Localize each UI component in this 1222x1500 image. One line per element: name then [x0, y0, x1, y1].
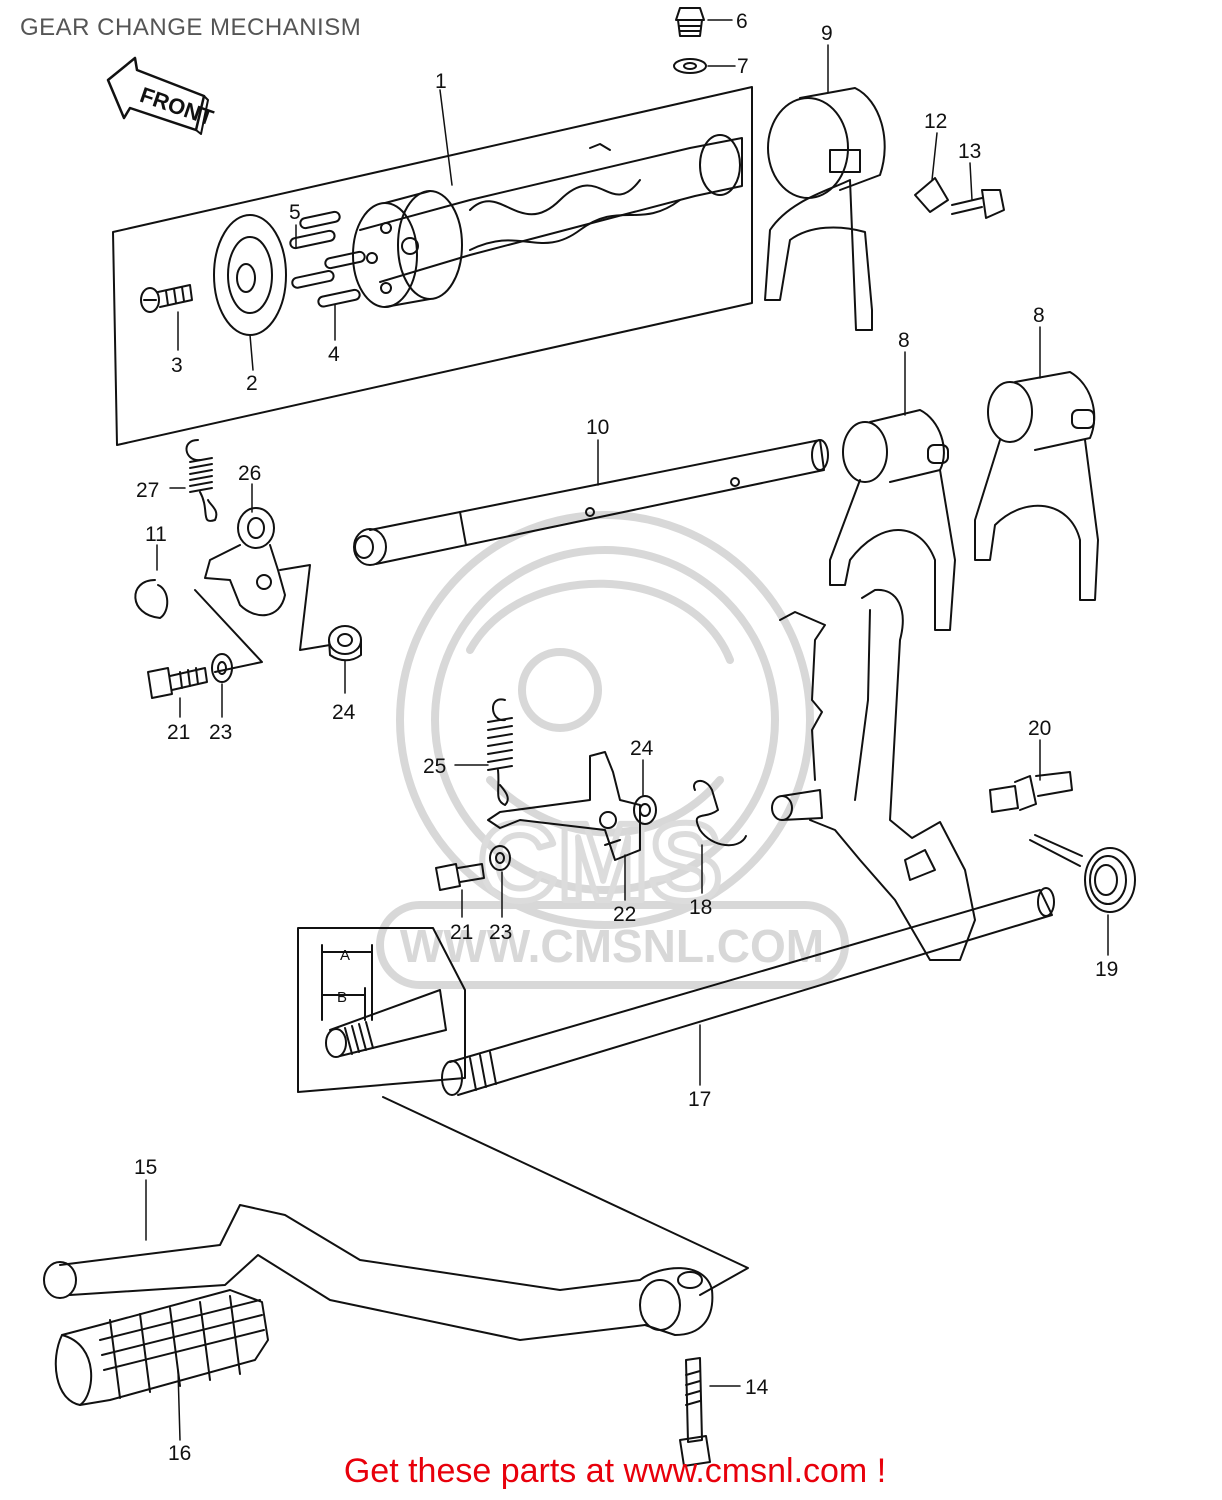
shift-fork-8b	[974, 371, 1099, 601]
spring-18	[693, 780, 747, 847]
callout-15: 15	[134, 1156, 157, 1179]
fork-shaft-10	[353, 439, 829, 566]
foot-rubber-16	[54, 1289, 269, 1406]
footer-link-text[interactable]: Get these parts at www.cmsnl.com !	[343, 1452, 887, 1490]
parts-promo-footer[interactable]: Get these parts at www.cmsnl.com !	[0, 1452, 1222, 1491]
callout-21a: 21	[167, 721, 190, 744]
leader-lines	[145, 19, 1109, 1441]
callout-8a: 8	[898, 329, 910, 352]
lock-washer-12	[914, 177, 949, 213]
collar-24b	[633, 795, 657, 825]
callout-25: 25	[423, 755, 446, 778]
callout-5: 5	[289, 201, 301, 224]
watermark-url: WWW.CMSNL.COM	[400, 920, 824, 972]
spline-detail-inset: A B	[297, 927, 466, 1093]
washer-23b	[489, 845, 511, 871]
callout-27: 27	[136, 479, 159, 502]
callout-18: 18	[689, 896, 712, 919]
dimension-a: A	[340, 947, 350, 964]
bolt-13	[951, 189, 1005, 219]
callout-13: 13	[958, 140, 981, 163]
dimension-b: B	[337, 989, 347, 1006]
shift-fork-9	[764, 87, 886, 331]
callout-1: 1	[435, 70, 447, 93]
pin-20	[989, 771, 1073, 813]
callout-8b: 8	[1033, 304, 1045, 327]
drum-plate	[213, 214, 287, 336]
shift-drum-panel	[112, 86, 753, 446]
shift-fork-8a	[829, 409, 956, 631]
callout-16: 16	[168, 1442, 191, 1465]
callout-numbers: 1 2 3 4 5 6 7 8 8 9 10 11 12 13 14 15 16…	[134, 10, 1118, 1465]
callout-11: 11	[145, 523, 167, 546]
callout-21b: 21	[450, 921, 473, 944]
plug-6	[675, 7, 705, 37]
collar-24a	[328, 625, 362, 662]
callout-2: 2	[246, 372, 258, 395]
circlip-11	[134, 579, 169, 619]
spring-25	[487, 698, 513, 806]
bolt-21a	[147, 667, 208, 699]
spring-27	[185, 439, 218, 522]
bolt-14	[679, 1357, 711, 1467]
arm-22	[487, 751, 641, 861]
callout-20: 20	[1028, 717, 1051, 740]
callout-19: 19	[1095, 958, 1118, 981]
pins	[289, 210, 366, 308]
screw-3	[140, 284, 193, 313]
callout-23a: 23	[209, 721, 232, 744]
callout-7: 7	[737, 55, 749, 78]
cms-watermark: CMS WWW.CMSNL.COM	[376, 511, 849, 989]
callout-4: 4	[328, 343, 340, 366]
washer-23a	[211, 653, 233, 683]
callout-24a: 24	[332, 701, 356, 724]
shift-pedal-15	[43, 1096, 749, 1341]
callout-14: 14	[745, 1376, 769, 1399]
callout-3: 3	[171, 354, 183, 377]
callout-12: 12	[924, 110, 947, 133]
callout-26: 26	[238, 462, 261, 485]
washer-7	[673, 58, 707, 74]
callout-17: 17	[688, 1088, 711, 1111]
callout-22: 22	[613, 903, 636, 926]
bolt-21b	[435, 863, 485, 891]
spring-19	[1029, 834, 1136, 913]
front-direction-arrow: FRONT	[106, 56, 217, 135]
callout-23b: 23	[489, 921, 512, 944]
callout-6: 6	[736, 10, 748, 33]
callout-10: 10	[586, 416, 609, 439]
shift-arm-assembly	[771, 588, 976, 961]
lever-26	[194, 507, 331, 673]
callout-24b: 24	[630, 737, 654, 760]
page-title: GEAR CHANGE MECHANISM	[20, 14, 362, 41]
callout-9: 9	[821, 22, 833, 45]
